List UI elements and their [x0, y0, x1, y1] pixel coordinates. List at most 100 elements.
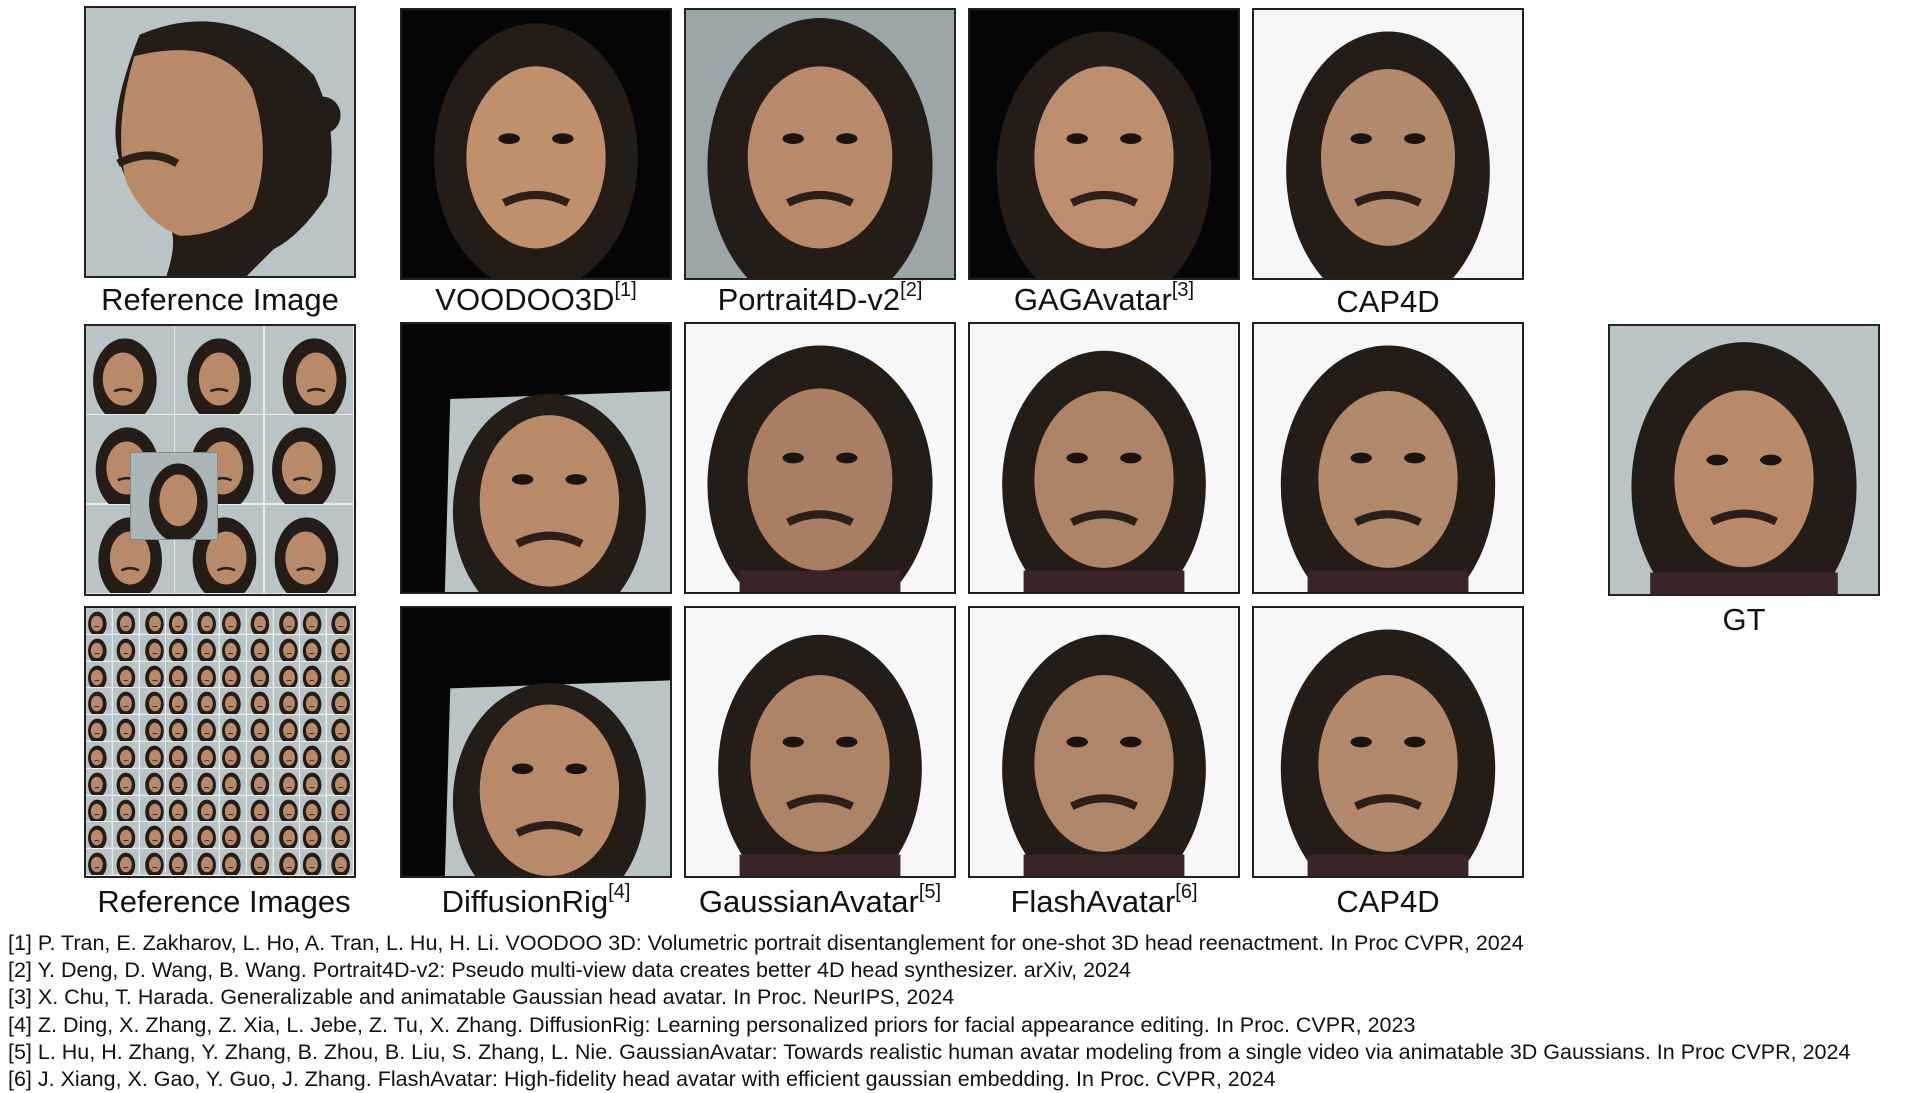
reference-thumbnail	[86, 741, 113, 769]
reference-image-tile	[84, 6, 356, 278]
reference-thumbnail	[264, 415, 354, 505]
reference-thumbnail	[264, 326, 354, 416]
reference-thumbnail	[166, 795, 194, 823]
reference-thumbnail	[193, 768, 220, 796]
cap4d-row1-face-image	[1254, 10, 1522, 278]
flashavatar-row2-result-tile	[968, 322, 1240, 594]
reference-thumbnail	[246, 822, 274, 850]
reference-thumbnail	[246, 715, 274, 742]
caption-cap4d-row1: CAP4D	[1336, 284, 1440, 319]
reference-thumbnail	[112, 849, 140, 876]
reference-image-profile	[86, 8, 354, 276]
reference-thumbnail	[327, 741, 354, 769]
reference-3: [3] X. Chu, T. Harada. Generalizable and…	[8, 985, 955, 1010]
reference-thumbnail	[86, 849, 113, 876]
diffusionrig-row2-face-image	[402, 324, 670, 592]
gagavatar-result-tile	[968, 8, 1240, 280]
reference-thumbnail	[193, 688, 220, 716]
reference-2: [2] Y. Deng, D. Wang, B. Wang. Portrait4…	[8, 958, 1131, 983]
reference-thumbnail	[300, 608, 328, 635]
reference-thumbnail	[327, 661, 354, 689]
reference-thumbnail	[300, 715, 328, 742]
reference-thumbnail	[193, 608, 220, 635]
reference-thumbnail	[166, 768, 194, 796]
reference-thumbnail	[219, 661, 247, 689]
reference-thumbnail	[273, 715, 301, 742]
caption-gt: GT	[1722, 602, 1766, 637]
reference-thumbnail	[193, 741, 220, 769]
reference-thumbnail	[86, 688, 113, 716]
diffusionrig-row2-result-tile	[400, 322, 672, 594]
reference-thumbnail	[219, 849, 247, 876]
cap4d-row2-face-image	[1254, 324, 1522, 592]
reference-thumbnail	[273, 768, 301, 796]
reference-thumbnail	[300, 822, 328, 850]
reference-thumbnail	[166, 715, 194, 742]
reference-thumbnail	[139, 849, 167, 876]
reference-thumbnail	[273, 795, 301, 823]
reference-thumbnail	[175, 326, 265, 416]
reference-images-grid-10x10	[86, 608, 354, 876]
reference-thumbnail	[86, 715, 113, 742]
flashavatar-row3-result-tile	[968, 606, 1240, 878]
reference-thumbnail	[327, 849, 354, 876]
reference-thumbnail	[86, 795, 113, 823]
gaussianavatar-row3-face-image	[686, 608, 954, 876]
reference-thumbnail	[139, 795, 167, 823]
reference-thumbnail	[246, 741, 274, 769]
caption-reference-images: Reference Images	[97, 884, 351, 919]
reference-thumbnail	[327, 608, 354, 635]
reference-thumbnail	[273, 741, 301, 769]
gaussianavatar-row3-result-tile	[684, 606, 956, 878]
reference-thumbnail	[273, 849, 301, 876]
reference-thumbnail	[86, 608, 113, 635]
reference-thumbnail	[246, 768, 274, 796]
reference-thumbnail	[327, 768, 354, 796]
caption-voodoo3d: VOODOO3D[1]	[435, 279, 637, 317]
reference-thumbnail	[300, 768, 328, 796]
reference-thumbnail	[300, 634, 328, 662]
reference-thumbnail	[246, 634, 274, 662]
reference-4: [4] Z. Ding, X. Zhang, Z. Xia, L. Jebe, …	[8, 1012, 1416, 1037]
reference-thumbnail	[166, 688, 194, 716]
reference-thumbnail	[86, 661, 113, 689]
gagavatar-face-image	[970, 10, 1238, 278]
reference-thumbnail	[112, 661, 140, 689]
caption-flashavatar: FlashAvatar[6]	[1010, 881, 1198, 919]
portrait4d-result-tile	[684, 8, 956, 280]
reference-thumbnail	[139, 661, 167, 689]
reference-thumbnail	[219, 608, 247, 635]
reference-thumbnail	[139, 608, 167, 635]
reference-thumbnail	[166, 608, 194, 635]
reference-thumbnail	[166, 822, 194, 850]
reference-thumbnail	[112, 688, 140, 716]
reference-thumbnail	[273, 634, 301, 662]
reference-thumbnail	[139, 768, 167, 796]
reference-thumbnail	[300, 795, 328, 823]
diffusionrig-row3-face-image	[402, 608, 670, 876]
flashavatar-row3-face-image	[970, 608, 1238, 876]
reference-thumbnail	[112, 822, 140, 850]
cap4d-row2-result-tile	[1252, 322, 1524, 594]
caption-gaussianavatar: GaussianAvatar[5]	[698, 881, 942, 919]
caption-diffusionrig: DiffusionRig[4]	[441, 881, 631, 919]
reference-thumbnail	[273, 661, 301, 689]
reference-thumbnail	[166, 849, 194, 876]
voodoo3d-result-tile	[400, 8, 672, 280]
gt-tile	[1608, 324, 1880, 596]
reference-thumbnail	[327, 795, 354, 823]
reference-thumbnail	[246, 661, 274, 689]
reference-thumbnail	[112, 795, 140, 823]
reference-thumbnail	[246, 608, 274, 635]
reference-5: [5] L. Hu, H. Zhang, Y. Zhang, B. Zhou, …	[8, 1039, 1851, 1064]
reference-images-many-tile	[84, 606, 356, 878]
reference-thumbnail	[327, 822, 354, 850]
reference-thumbnail	[327, 688, 354, 716]
references-list: [1] P. Tran, E. Zakharov, L. Ho, A. Tran…	[8, 930, 1914, 1093]
flashavatar-row2-face-image	[970, 324, 1238, 592]
reference-thumbnail	[112, 715, 140, 742]
reference-1: [1] P. Tran, E. Zakharov, L. Ho, A. Tran…	[8, 931, 1524, 955]
reference-thumbnail	[193, 849, 220, 876]
caption-reference-image: Reference Image	[101, 282, 339, 317]
cap4d-row3-result-tile	[1252, 606, 1524, 878]
